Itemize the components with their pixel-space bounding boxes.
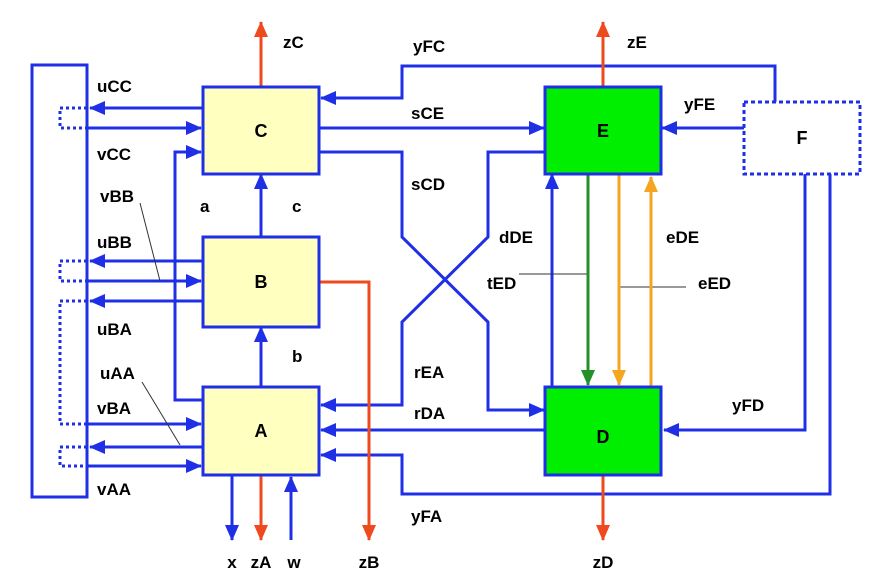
label-eDE: eDE bbox=[666, 228, 699, 247]
block-f bbox=[742, 100, 862, 176]
label-uCC: uCC bbox=[97, 77, 132, 96]
block-c-label: C bbox=[255, 121, 268, 141]
label-sCE: sCE bbox=[411, 104, 444, 123]
label-zB: zB bbox=[359, 553, 380, 572]
block-b bbox=[201, 235, 321, 329]
label-vCC: vCC bbox=[97, 145, 131, 164]
block-c bbox=[201, 85, 321, 176]
label-rEA: rEA bbox=[414, 363, 444, 382]
label-sCD: sCD bbox=[411, 175, 445, 194]
block-a-label: A bbox=[255, 421, 268, 441]
block-e-label: E bbox=[597, 121, 609, 141]
block-e bbox=[543, 85, 663, 176]
label-uBB: uBB bbox=[97, 233, 132, 252]
block-d bbox=[543, 385, 663, 477]
label-zC: zC bbox=[283, 33, 304, 52]
label-dDE: dDE bbox=[499, 228, 533, 247]
label-b: b bbox=[292, 347, 302, 366]
label-x: x bbox=[227, 553, 237, 572]
label-a: a bbox=[200, 197, 210, 216]
red-outputs bbox=[254, 21, 610, 541]
label-uAA: uAA bbox=[100, 364, 135, 383]
e-d-links bbox=[581, 174, 658, 387]
label-yFA: yFA bbox=[411, 507, 442, 526]
label-zE: zE bbox=[627, 33, 647, 52]
dotted-loops bbox=[58, 106, 87, 468]
block-b-label: B bbox=[255, 272, 268, 292]
label-yFE: yFE bbox=[684, 95, 715, 114]
label-tED: tED bbox=[487, 274, 516, 293]
block-d-label: D bbox=[597, 427, 610, 447]
label-w: w bbox=[286, 553, 301, 572]
label-vBA: vBA bbox=[97, 399, 131, 418]
block-a bbox=[201, 385, 321, 477]
label-zA: zA bbox=[251, 553, 272, 572]
label-vAA: vAA bbox=[97, 480, 131, 499]
label-c: c bbox=[292, 197, 301, 216]
label-vBB: vBB bbox=[100, 187, 134, 206]
left-panel bbox=[30, 63, 89, 499]
blue-connections bbox=[87, 64, 832, 541]
label-uBA: uBA bbox=[97, 320, 132, 339]
label-yFD: yFD bbox=[732, 396, 764, 415]
block-f-label: F bbox=[797, 128, 808, 148]
label-rDA: rDA bbox=[414, 404, 445, 423]
label-yFC: yFC bbox=[413, 37, 445, 56]
label-eED: eED bbox=[698, 274, 731, 293]
label-zD: zD bbox=[593, 553, 614, 572]
